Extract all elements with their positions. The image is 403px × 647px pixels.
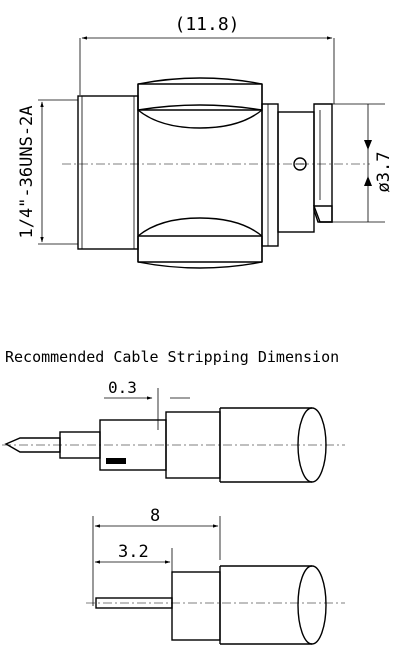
collar	[261, 103, 279, 247]
stripping-title: Recommended Cable Stripping Dimension	[5, 348, 339, 366]
thread-dimension-label: 1/4"-36UNS-2A	[17, 105, 37, 238]
rear-sleeve	[313, 103, 333, 223]
stripping-figure-lower: 8 3.2	[86, 506, 345, 645]
jacket	[220, 407, 312, 483]
crimp-body	[277, 111, 315, 233]
length-dimension-label: (11.8)	[174, 14, 239, 35]
dimension-0-3-label: 0.3	[108, 378, 137, 397]
thread-body	[77, 95, 139, 250]
dimension-8-label: 8	[150, 506, 160, 526]
hex-nut	[137, 77, 263, 269]
braid-lower	[171, 571, 221, 641]
stripping-figure-upper: 0.3	[2, 378, 345, 483]
diameter-dimension-label: ø3.7	[374, 152, 394, 193]
connector-side-view: (11.8) 1/4"-36UNS-2A	[17, 14, 394, 269]
dimension-3-2-label: 3.2	[118, 542, 149, 562]
